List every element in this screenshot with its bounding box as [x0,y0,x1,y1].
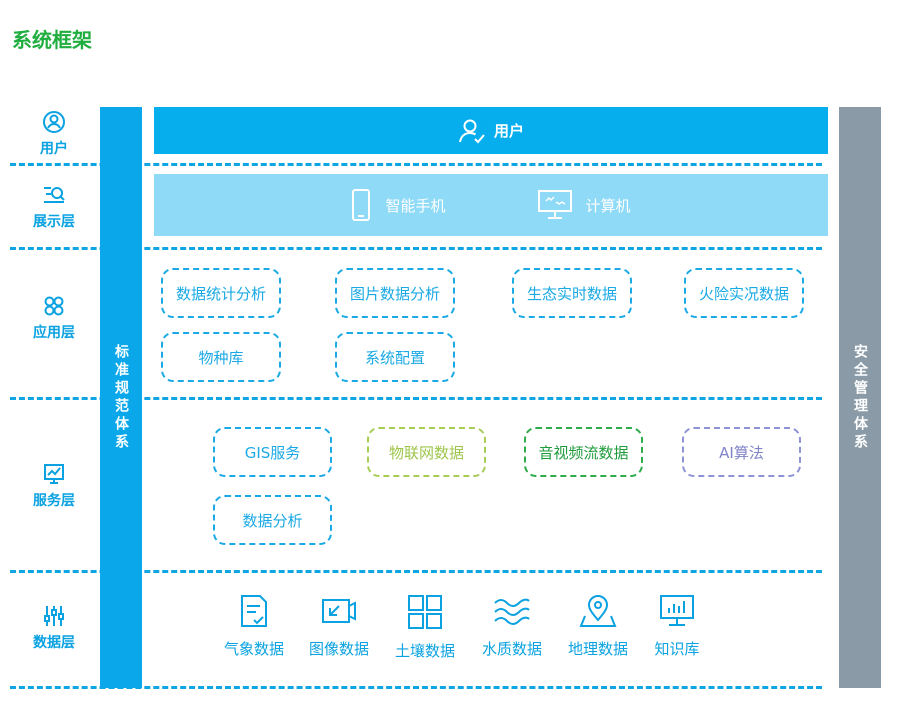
layer-label-data: 数据层 [14,604,94,652]
app-module-fire-risk[interactable]: 火险实况数据 [684,268,804,318]
app-module-eco-realtime[interactable]: 生态实时数据 [512,268,632,318]
layer-label-service: 服务层 [14,462,94,510]
data-item-image: 图像数据 [304,594,374,659]
user-check-icon [458,119,485,143]
device-smartphone: 智能手机 [351,189,446,221]
clover-icon [44,296,64,316]
separator [10,247,822,250]
layer-label-display: 展示层 [14,183,94,231]
document-check-icon [241,595,267,627]
app-module-config[interactable]: 系统配置 [335,332,455,382]
grid-icon [408,595,442,629]
user-bar-label: 用户 [493,122,524,140]
data-item-knowledge: 知识库 [642,594,712,659]
data-item-label: 水质数据 [481,640,542,658]
security-system-label: 安全管理体系 [852,343,868,452]
layer-label-text: 展示层 [33,214,75,230]
data-item-label: 图像数据 [308,640,369,658]
data-item-geo: 地理数据 [563,594,633,659]
layer-label-text: 数据层 [33,635,75,651]
separator [10,397,822,400]
data-item-soil: 土壤数据 [390,594,460,661]
app-module-species[interactable]: 物种库 [161,332,281,382]
sliders-icon [44,606,64,626]
chart-screen-icon [44,464,64,484]
chart-monitor-icon [660,595,694,626]
layer-label-text: 应用层 [33,325,75,341]
data-item-label: 地理数据 [567,640,628,658]
separator [10,163,822,166]
security-system-bar: 安全管理体系 [839,107,881,688]
layer-label-text: 用户 [40,141,68,157]
page-title: 系统框架 [12,28,92,52]
layer-label-text: 服务层 [33,493,75,509]
list-search-icon [44,187,65,203]
monitor-icon [537,190,572,219]
app-module-statistics[interactable]: 数据统计分析 [161,268,281,318]
data-item-label: 土壤数据 [394,642,455,660]
map-pin-icon [579,595,617,627]
service-module-av-stream[interactable]: 音视频流数据 [524,427,643,477]
service-module-ai[interactable]: AI算法 [682,427,801,477]
service-module-iot[interactable]: 物联网数据 [367,427,486,477]
image-frame-icon [322,599,356,623]
service-module-analysis[interactable]: 数据分析 [213,495,332,545]
separator [10,570,822,573]
standards-system-bar: 标准规范体系 [100,107,142,688]
layer-label-user: 用户 [14,110,94,158]
data-item-water: 水质数据 [477,594,547,659]
device-label: 计算机 [585,196,631,215]
user-bar: 用户 [154,107,828,154]
device-label: 智能手机 [385,196,446,215]
standards-system-label: 标准规范体系 [113,343,129,452]
app-module-image-analysis[interactable]: 图片数据分析 [335,268,455,318]
device-computer: 计算机 [537,190,631,220]
smartphone-icon [352,189,371,221]
data-item-weather: 气象数据 [219,594,289,659]
waves-icon [494,598,530,625]
data-item-label: 气象数据 [223,640,284,658]
display-bar: 智能手机 计算机 [154,174,828,236]
service-module-gis[interactable]: GIS服务 [213,427,332,477]
user-circle-icon [43,111,65,133]
separator [10,686,822,689]
data-item-label: 知识库 [654,640,700,658]
layer-label-application: 应用层 [14,294,94,342]
